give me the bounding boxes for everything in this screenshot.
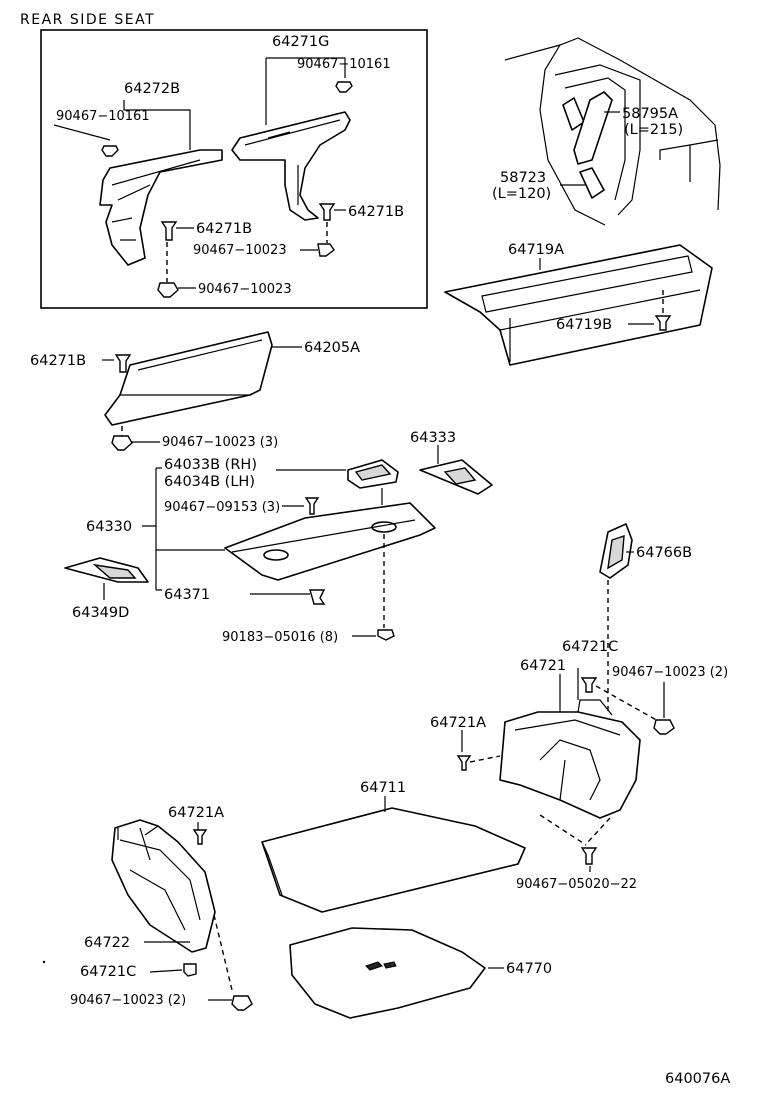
diagram-code: 640076A [665, 1071, 730, 1087]
label-64770: 64770 [506, 961, 552, 977]
label-64766B: 64766B [636, 545, 692, 561]
clip-64721C-right[interactable] [580, 677, 598, 693]
label-90467-10161-right: 90467−10161 [297, 57, 391, 72]
clip-64721A-right[interactable] [456, 755, 472, 771]
rear-side-seat-frame [40, 29, 428, 309]
label-64033B-RH: 64033B (RH) [164, 457, 257, 473]
speaker-cover-64033B[interactable] [347, 459, 399, 489]
clip-90467-10023-3[interactable] [111, 435, 133, 451]
label-64721: 64721 [520, 658, 566, 674]
pin-64271B-panel[interactable] [114, 354, 132, 373]
clip-90467-10023-inset-bottom[interactable] [157, 282, 179, 298]
label-64721A-right: 64721A [430, 715, 486, 731]
label-64272B: 64272B [124, 81, 180, 97]
nut-90183-05016[interactable] [377, 629, 395, 641]
label-90467-10023-inset-bottom: 90467−10023 [198, 282, 292, 297]
label-64711: 64711 [360, 780, 406, 796]
label-90467-10023-inset-mid: 90467−10023 [193, 243, 287, 258]
clip-90467-09153[interactable] [304, 497, 320, 515]
pin-64271B-inset-right[interactable] [318, 203, 336, 221]
label-64349D: 64349D [72, 605, 129, 621]
label-64034B-LH: 64034B (LH) [164, 474, 255, 490]
label-90183-05016-8: 90183−05016 (8) [222, 630, 338, 645]
label-64271B-inset-left: 64271B [196, 221, 252, 237]
label-64721C-left: 64721C [80, 964, 136, 980]
label-64271G: 64271G [272, 34, 329, 50]
clip-64371[interactable] [309, 589, 326, 605]
strap-58723[interactable] [579, 167, 605, 199]
clip-90467-10023-inset-right[interactable] [317, 243, 335, 257]
label-58723: 58723 [500, 170, 546, 186]
spare-tire-cover-64770[interactable] [289, 927, 486, 1019]
label-90467-05020-22: 90467−05020−22 [516, 877, 637, 892]
label-64205A: 64205A [304, 340, 360, 356]
clip-64721A-left[interactable] [192, 829, 208, 845]
label-64333: 64333 [410, 430, 456, 446]
strap-58795A[interactable] [562, 91, 613, 165]
package-tray-64330[interactable] [224, 502, 436, 581]
trunk-trim-64721[interactable] [499, 699, 641, 819]
label-64721A-left: 64721A [168, 805, 224, 821]
trunk-trim-64722[interactable] [111, 819, 216, 953]
seat-side-panel-right[interactable] [231, 111, 351, 221]
clip-90467-10023-2-left[interactable] [231, 995, 253, 1011]
label-90467-10161-left: 90467−10161 [56, 109, 150, 124]
side-panel-64205A[interactable] [104, 331, 273, 426]
label-64722: 64722 [84, 935, 130, 951]
stray-dot [42, 960, 46, 964]
label-90467-09153-3: 90467−09153 (3) [164, 500, 280, 515]
section-title: REAR SIDE SEAT [20, 12, 155, 28]
label-90467-10023-2-right: 90467−10023 (2) [612, 665, 728, 680]
clip-64721C-left[interactable] [183, 963, 197, 977]
label-64721C-right: 64721C [562, 639, 618, 655]
clip-90467-05020-22[interactable] [580, 847, 598, 865]
cover-64349D[interactable] [64, 557, 149, 583]
label-58723-length: (L=120) [492, 186, 551, 202]
label-58795A: 58795A [622, 106, 678, 122]
body-pillar-area [504, 37, 721, 226]
package-tray-64719A[interactable] [444, 244, 713, 366]
label-90467-10023-3: 90467−10023 (3) [162, 435, 278, 450]
clip-90467-10161-left[interactable] [101, 145, 119, 157]
label-90467-10023-2-left: 90467−10023 (2) [70, 993, 186, 1008]
clip-90467-10023-2-right[interactable] [653, 719, 675, 735]
label-64330: 64330 [86, 519, 132, 535]
label-58795A-length: (L=215) [624, 122, 683, 138]
clip-64719B[interactable] [654, 315, 672, 331]
seat-side-panel-left[interactable] [99, 149, 223, 266]
label-64371: 64371 [164, 587, 210, 603]
clip-90467-10161-right[interactable] [335, 81, 353, 93]
cover-64333[interactable] [419, 459, 493, 495]
bracket-64766B[interactable] [599, 523, 633, 579]
label-64271B-panel: 64271B [30, 353, 86, 369]
label-64271B-inset-right: 64271B [348, 204, 404, 220]
label-64719B: 64719B [556, 317, 612, 333]
trunk-mat-64711[interactable] [261, 807, 526, 913]
label-64719A: 64719A [508, 242, 564, 258]
pin-64271B-inset-left[interactable] [160, 221, 178, 241]
